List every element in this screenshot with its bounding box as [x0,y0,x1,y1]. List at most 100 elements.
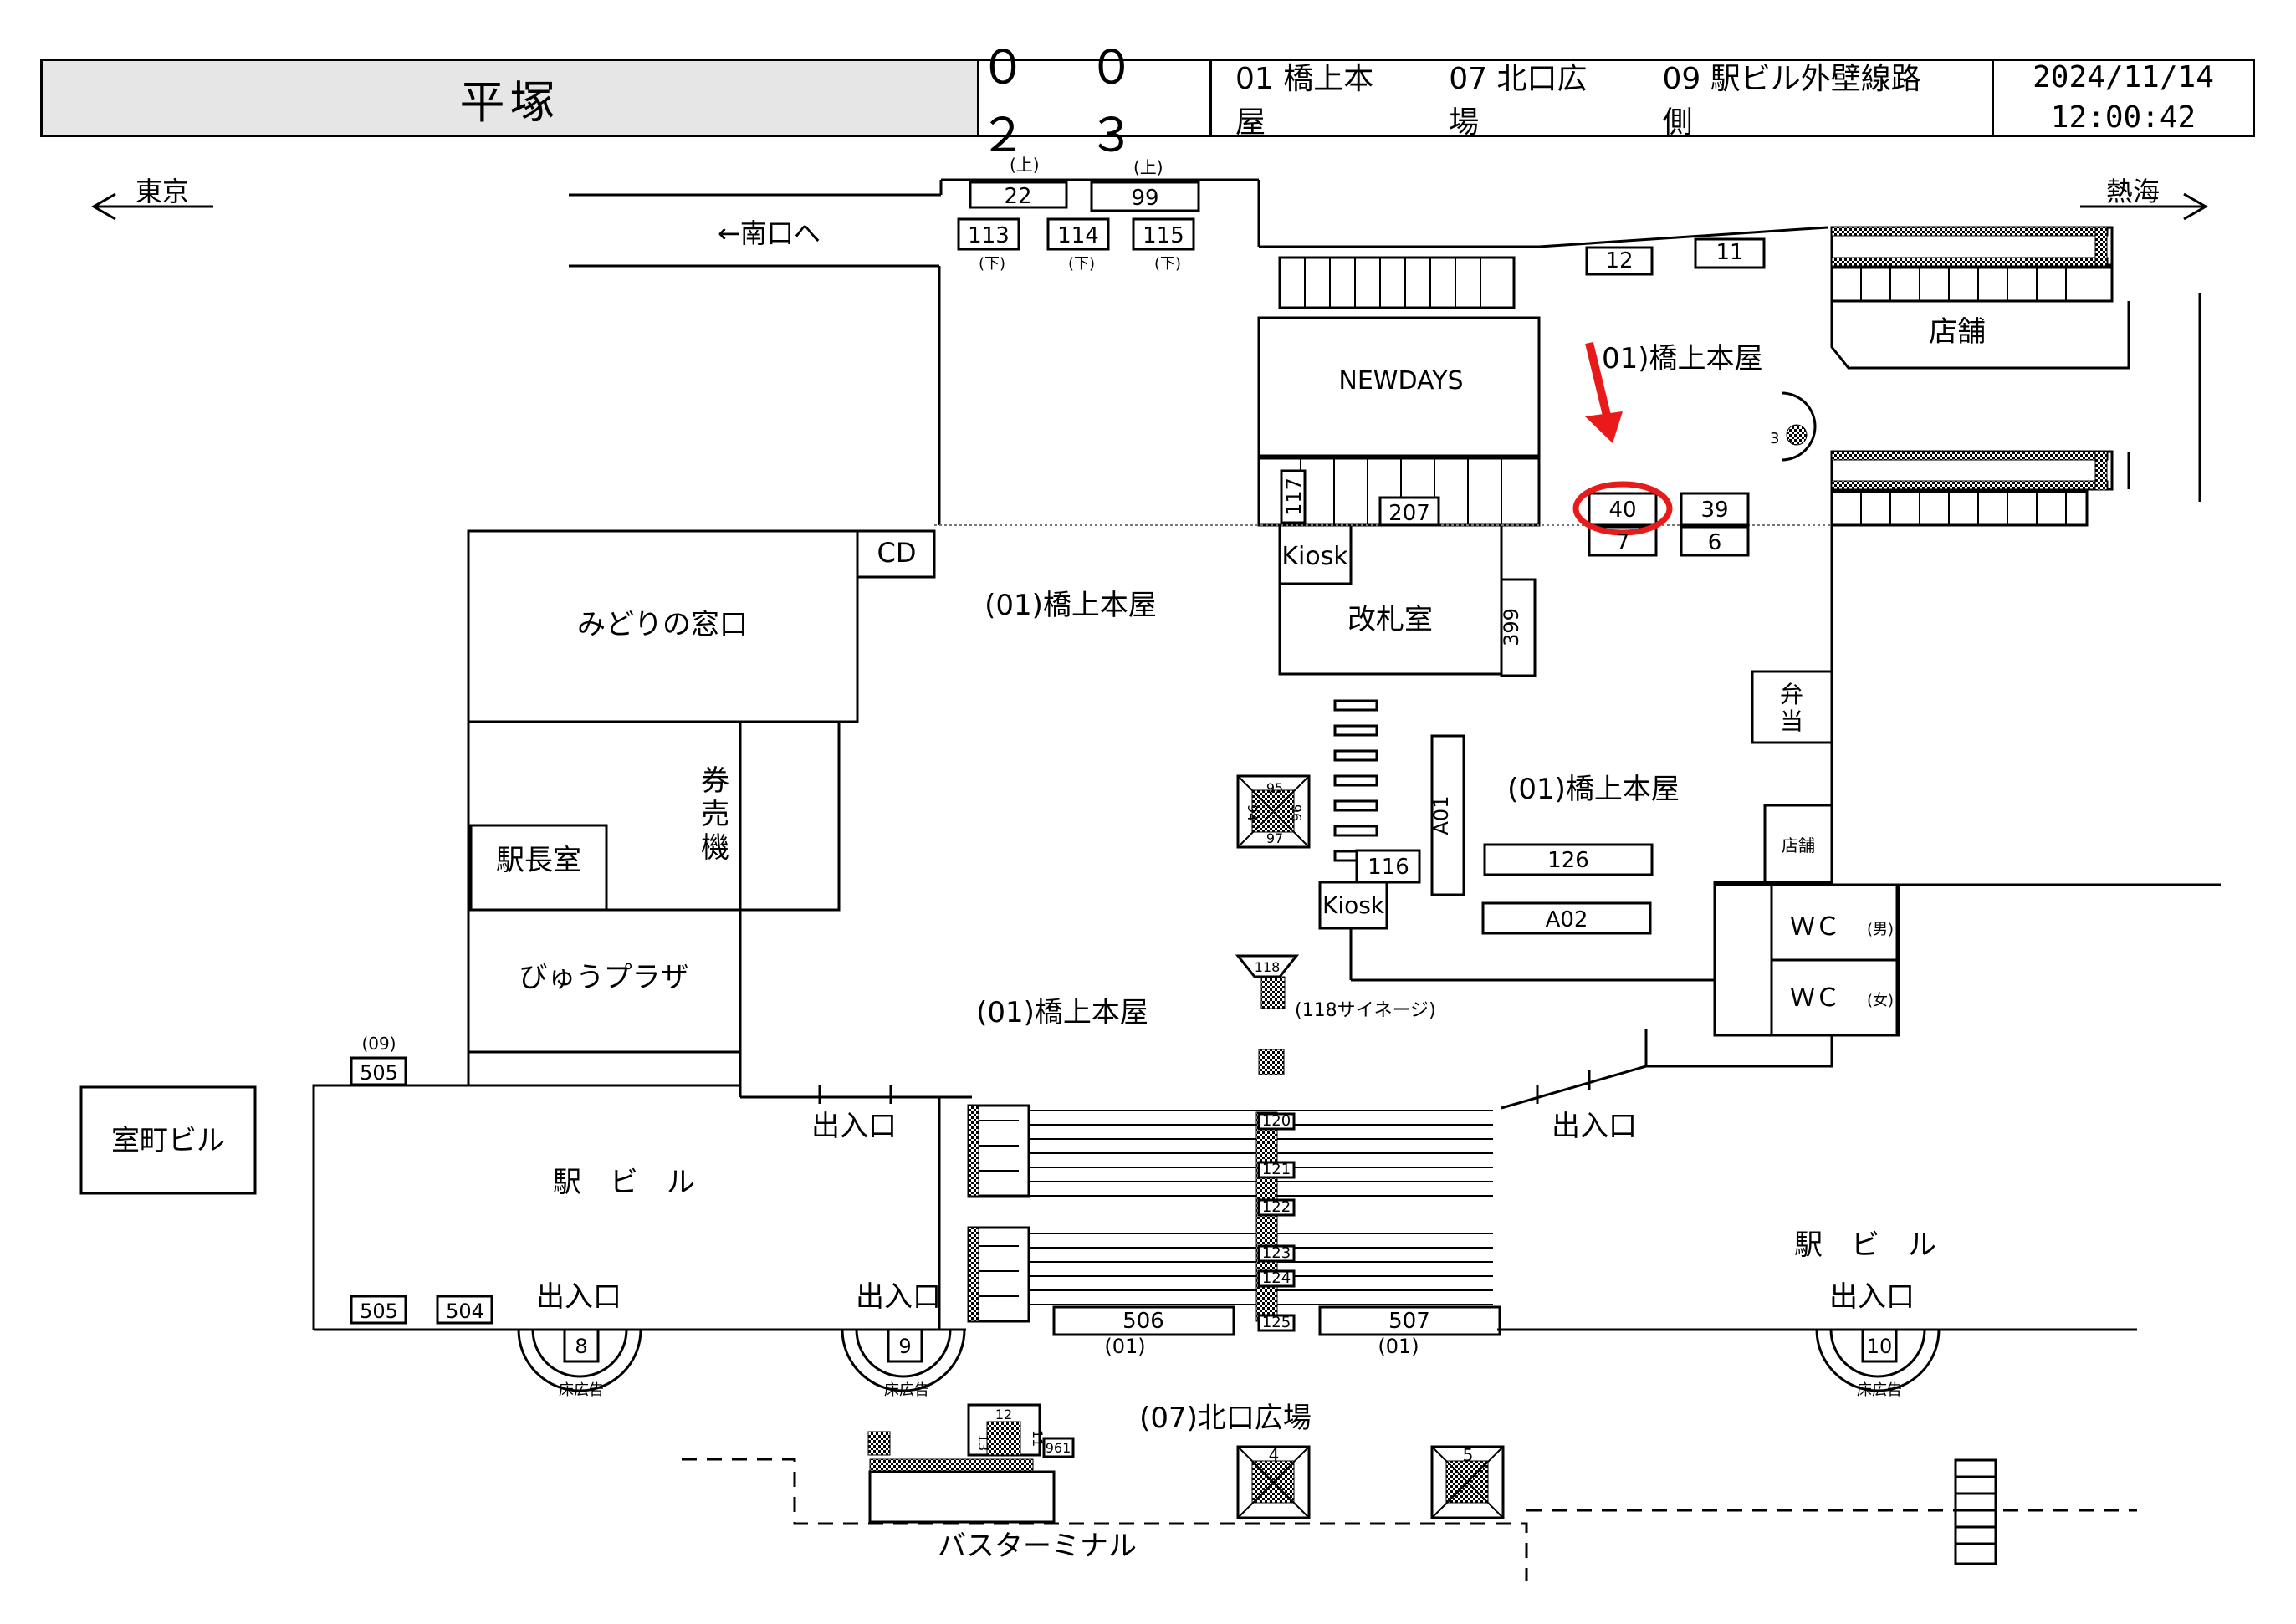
pillar-number: 4 [1269,1445,1280,1465]
ticket-machine-label: 券 [701,764,729,798]
down-label: (下) [979,255,1005,273]
ad-number: 121 [1262,1161,1291,1178]
pillar-number: 94 [1245,804,1260,821]
entrance-label: 出入口 [811,1110,897,1143]
area-legend: 01 橋上本屋 07 北口広場 09 駅ビル外壁線路側 [1212,61,1994,140]
entrance-label: 出入口 [536,1280,621,1314]
ad-number: 122 [1262,1198,1291,1216]
ad-number: 11 [1716,240,1743,265]
pillar-number: 5 [1463,1445,1474,1465]
wc-female-label: ＷＣ [1790,983,1840,1013]
ad-number-highlighted: 40 [1608,498,1636,523]
date-text: 2024/11/14 [2033,60,2214,94]
shop-label: 店舗 [1929,315,1986,349]
highlight-circle [1572,481,1673,536]
ad-number: 506 [1122,1309,1164,1334]
pillar-number: 13 [975,1434,991,1451]
floor-ad-label: 床広告 [884,1381,929,1399]
down-label: (下) [1068,255,1095,273]
muromachi-label: 室町ビル [111,1124,225,1157]
ad-number: 12 [1605,248,1633,273]
north-plaza-label: (07)北口広場 [1139,1402,1312,1435]
ad-number: 125 [1262,1314,1291,1331]
area-tag: (09) [361,1034,396,1054]
station-building-label: 駅 ビ ル [553,1166,695,1199]
area-label: (01)橋上本屋 [976,996,1148,1029]
midori-label: みどりの窓口 [577,608,748,641]
direction-atami: 熱海 [2106,176,2160,207]
ad-number: 505 [360,1300,398,1323]
panel-label: A01 [1429,796,1453,835]
south-exit-label: ←南口へ [718,217,821,249]
ad-number: 207 [1388,501,1430,526]
ad-number: 124 [1262,1269,1291,1287]
ad-number: 39 [1700,498,1728,523]
entrance-label: 出入口 [1552,1110,1637,1143]
pillar-number: 97 [1266,830,1283,846]
ad-number: 117 [1282,477,1306,516]
bento-label: 当 [1780,707,1803,735]
wc-female-tag: (女) [1867,992,1894,1009]
ad-number: 120 [1262,1112,1291,1130]
bento-label: 弁 [1780,681,1803,708]
pillar-number: 12 [995,1407,1012,1422]
ad-number: 505 [360,1061,398,1085]
area-legend-09: 09 駅ビル外壁線路側 [1662,62,1921,140]
ad-number: 399 [1500,608,1523,646]
bus-terminal-label: バスターミナル [938,1530,1137,1563]
ticket-office-label: 改札室 [1347,603,1433,636]
up-label: (上) [1133,157,1163,177]
ad-number: 507 [1388,1309,1430,1334]
area-label: (01)橋上本屋 [1507,773,1680,806]
ad-number: 115 [1143,223,1184,248]
station-master-label: 駅長室 [496,844,581,877]
station-name: 平塚 [43,61,979,135]
station-building-label: 駅 ビ ル [1794,1228,1936,1262]
area-label: (01)橋上本屋 [984,589,1157,622]
floor-ad-label: 床広告 [1857,1381,1902,1399]
ad-number: 22 [1004,184,1031,209]
floor-ad-label: 床広告 [559,1381,604,1399]
ad-number: 118 [1255,959,1281,975]
pointer-arrowhead-icon [1585,411,1623,443]
pointer-arrow-icon [1585,341,1613,424]
wc-male-tag: (男) [1867,921,1894,938]
ad-number: 504 [446,1300,484,1323]
ad-number: 99 [1131,186,1158,211]
area-tag: (01) [1378,1335,1419,1358]
up-label: (上) [1010,155,1040,175]
wc-male-label: ＷＣ [1790,912,1840,942]
newdays-label: NEWDAYS [1338,366,1463,396]
ad-number: 123 [1262,1244,1291,1262]
ad-number: 7 [1616,530,1630,555]
area-legend-01: 01 橋上本屋 [1235,62,1374,140]
ad-number: 113 [968,223,1010,248]
ticket-machine-label: 機 [701,831,729,865]
floor-ad-number: 8 [575,1335,587,1358]
direction-tokyo: 東京 [136,176,189,207]
kiosk-label: Kiosk [1322,891,1385,919]
signage-label: (118サイネージ) [1295,1000,1436,1021]
pillar-number: 11 [1030,1430,1046,1447]
area-tag: (01) [1104,1335,1145,1358]
down-label: (下) [1154,255,1181,273]
pillar-number: 3 [1770,430,1779,447]
small-shop-label: 店舗 [1782,835,1815,855]
area-label: 01)橋上本屋 [1602,342,1763,375]
entrance-label: 出入口 [1829,1280,1915,1314]
ad-number: 126 [1547,848,1589,873]
timestamp: 2024/11/14 12:00:42 [1994,60,2253,135]
ad-number: 114 [1057,223,1099,248]
pillar-number: 96 [1289,804,1305,821]
cd-label: CD [877,537,917,569]
view-plaza-label: びゅうプラザ [519,961,688,994]
floor-ad-number: 10 [1867,1335,1893,1358]
area-legend-07: 07 北口広場 [1449,62,1588,140]
kiosk-label: Kiosk [1281,542,1348,571]
ad-number: 116 [1368,855,1409,880]
panel-label: A02 [1546,907,1588,932]
ticket-machine-label: 売 [701,798,729,831]
time-text: 12:00:42 [2050,100,2196,135]
entrance-label: 出入口 [856,1280,941,1314]
